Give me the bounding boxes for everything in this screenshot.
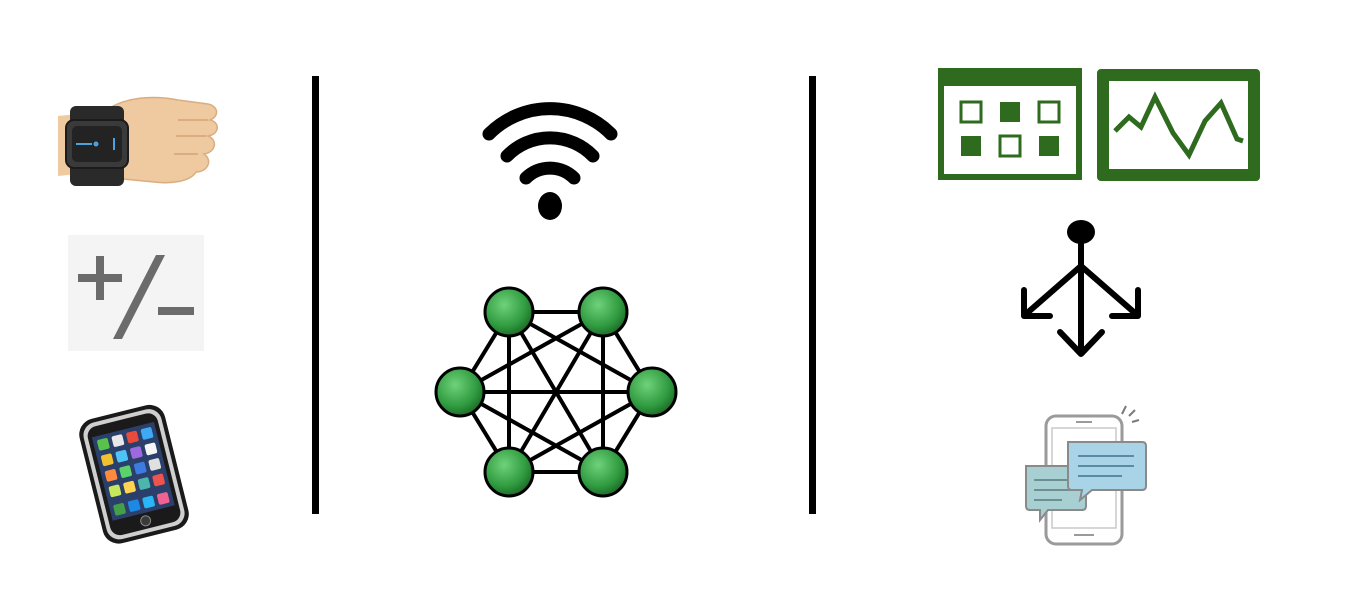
column-divider-left [312, 76, 319, 514]
calendar-icon [938, 68, 1082, 180]
line-chart-monitor-icon [1097, 69, 1260, 181]
phone-chat-messages-icon [1022, 402, 1152, 548]
column-divider-right [809, 76, 816, 514]
smartwatch-on-wrist-icon [58, 94, 223, 189]
wifi-icon [482, 94, 618, 224]
mesh-network-icon [432, 282, 680, 502]
branching-arrows-icon [1018, 218, 1146, 360]
plus-minus-icon [68, 235, 204, 351]
smartphone-icon [70, 402, 200, 547]
